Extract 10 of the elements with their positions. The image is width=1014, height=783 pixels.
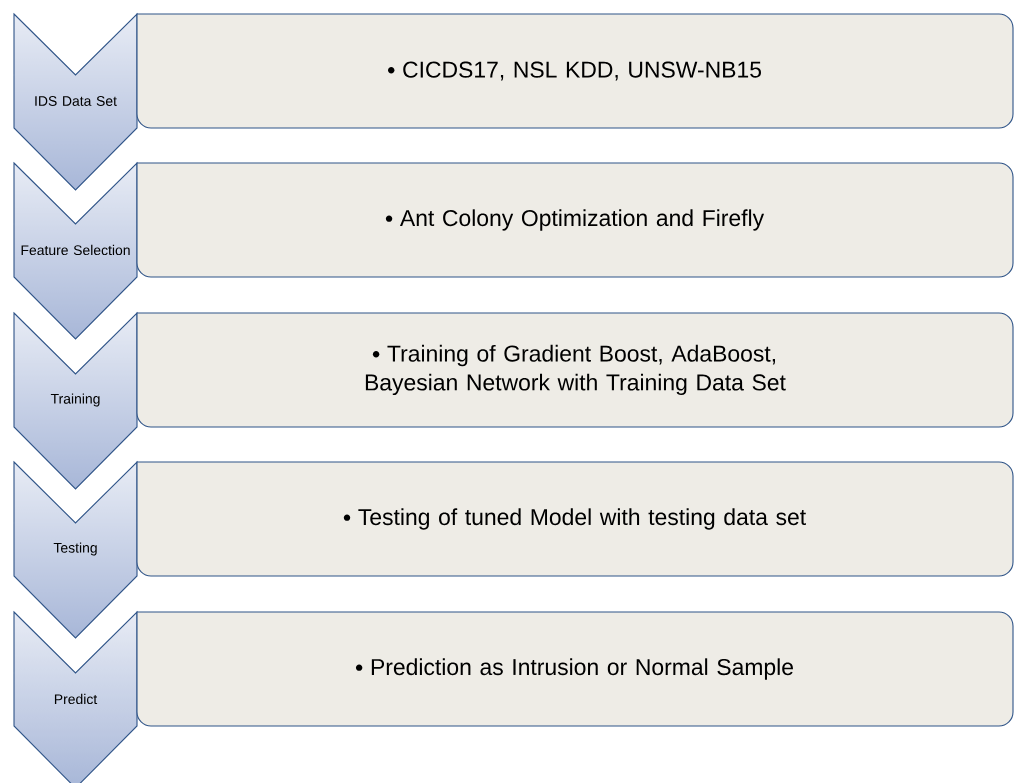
step-description-box: Testing of tuned Model with testing data set [136, 461, 1014, 577]
step-description-box: Ant Colony Optimization and Firefly [136, 162, 1014, 278]
chevron-step: Predict [13, 610, 138, 783]
step-description-box: CICDS17, NSL KDD, UNSW-NB15 [136, 13, 1014, 129]
chevron-step: Training [13, 311, 138, 490]
chevron-step: IDS Data Set [13, 12, 138, 191]
chevron-step: Testing [13, 460, 138, 639]
step-description-box: Prediction as Intrusion or Normal Sample [136, 611, 1014, 727]
chevron-step: Feature Selection [13, 161, 138, 340]
step-description-box: Training of Gradient Boost, AdaBoost, Bayesian Network with Training Data Set [136, 312, 1014, 428]
